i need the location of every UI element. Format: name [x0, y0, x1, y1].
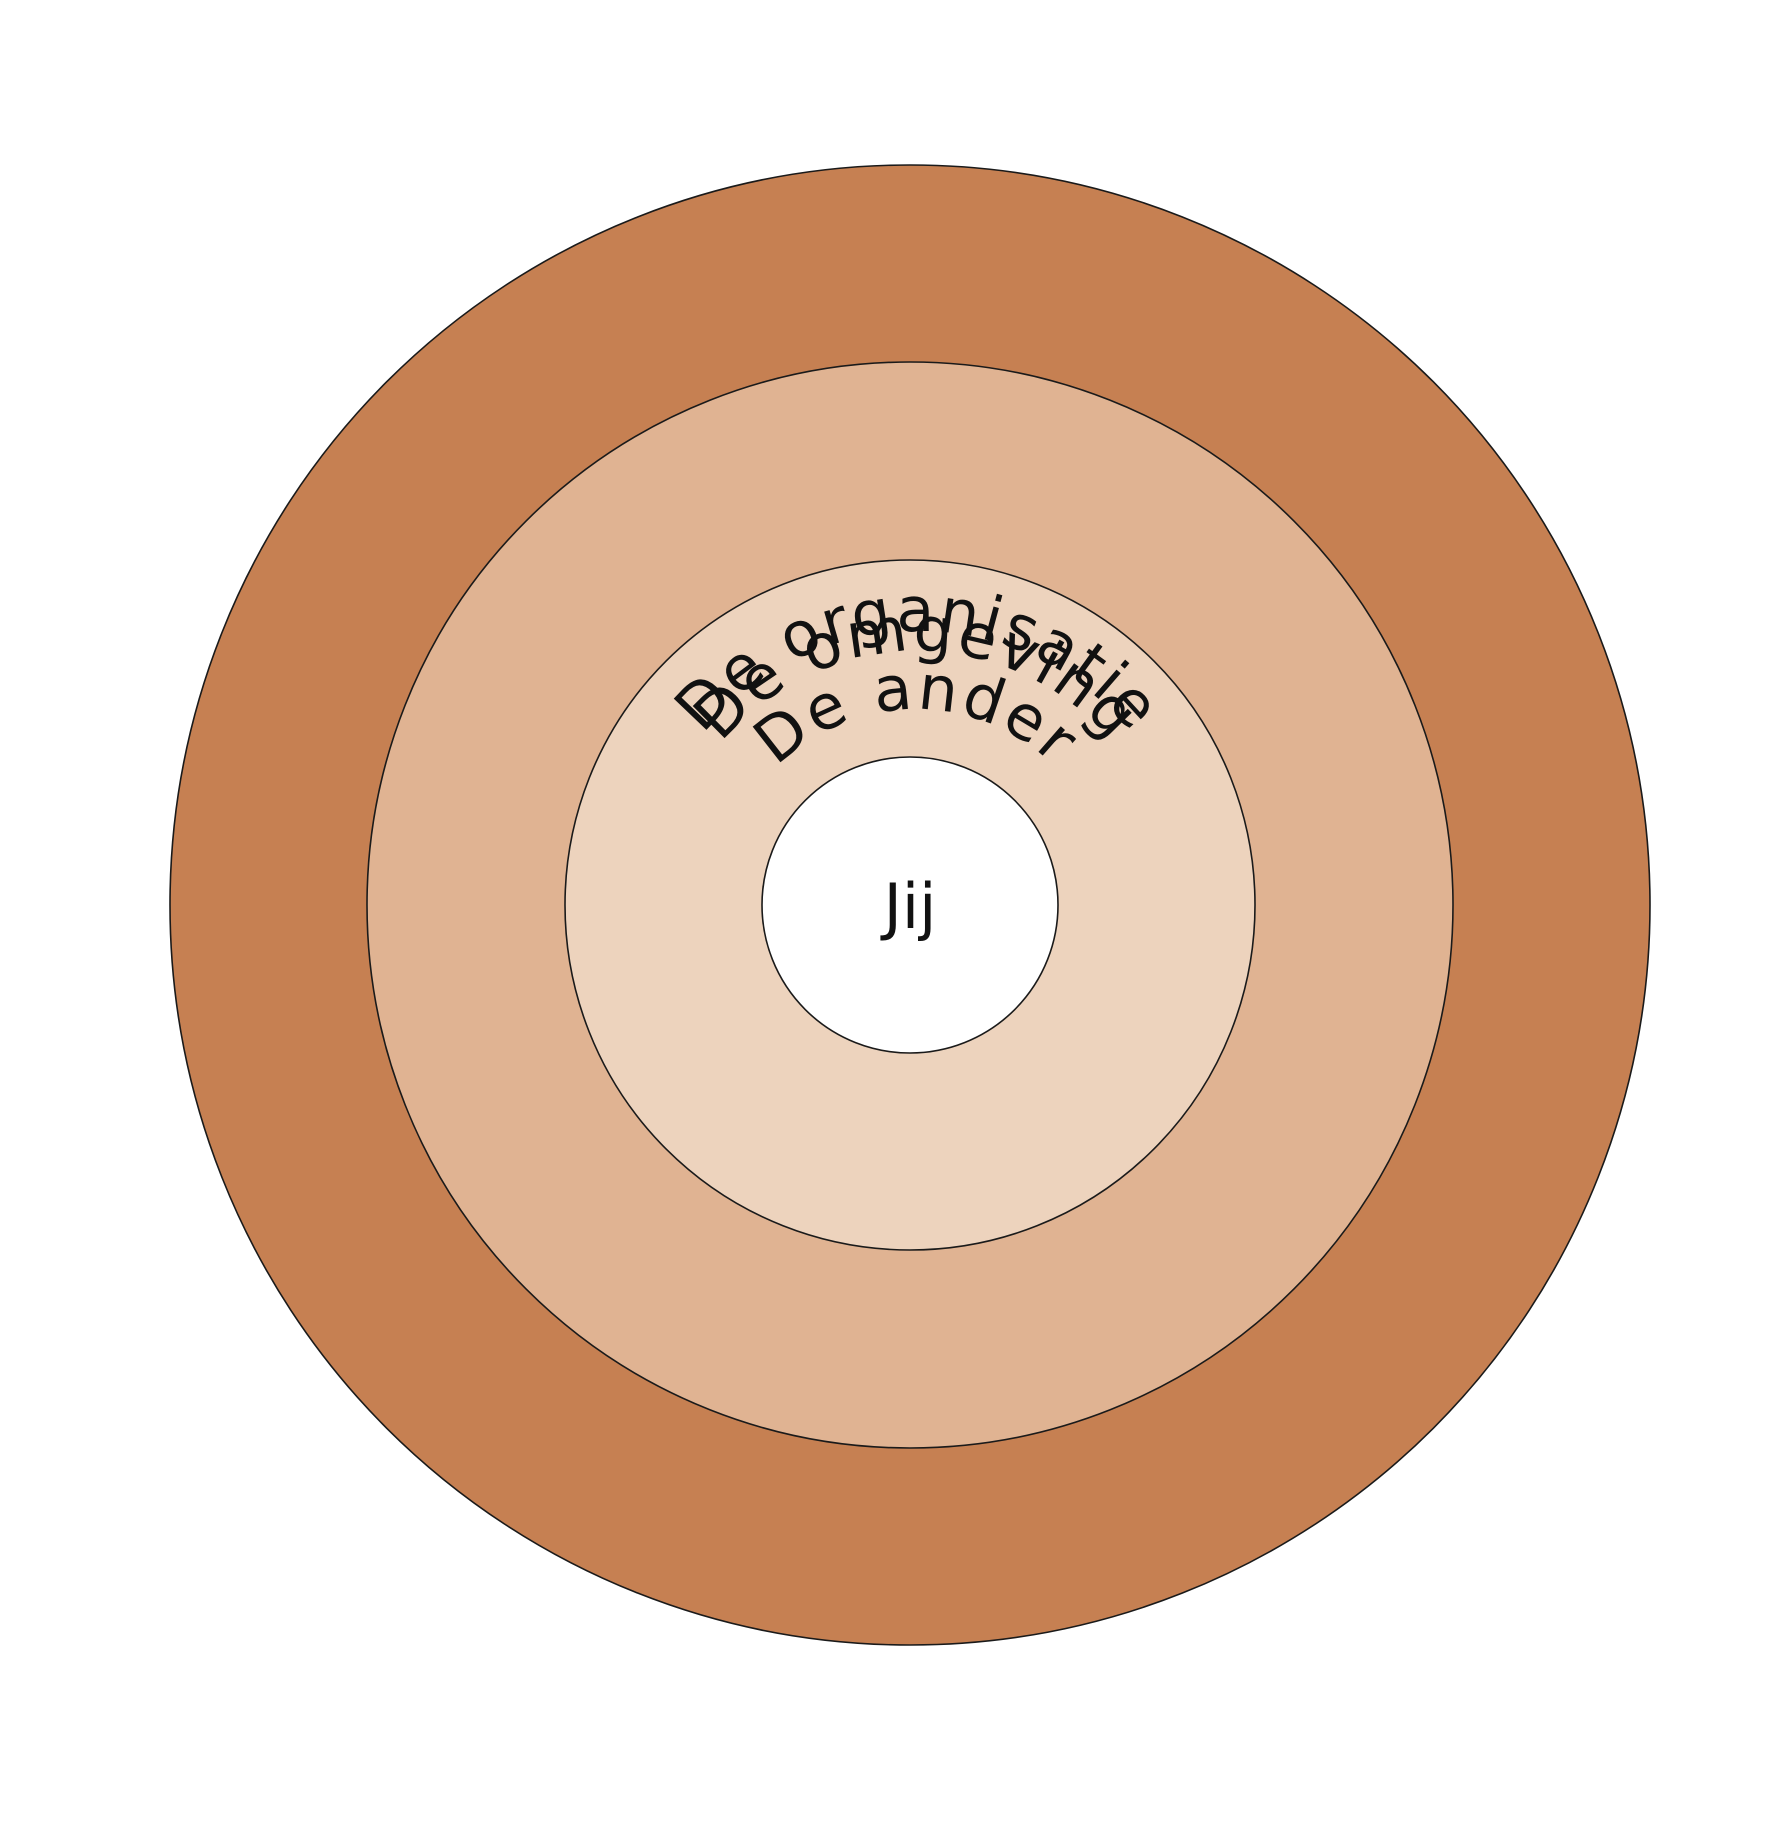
- center-circle: [761, 756, 1059, 1054]
- label-jij: Jij: [880, 870, 937, 943]
